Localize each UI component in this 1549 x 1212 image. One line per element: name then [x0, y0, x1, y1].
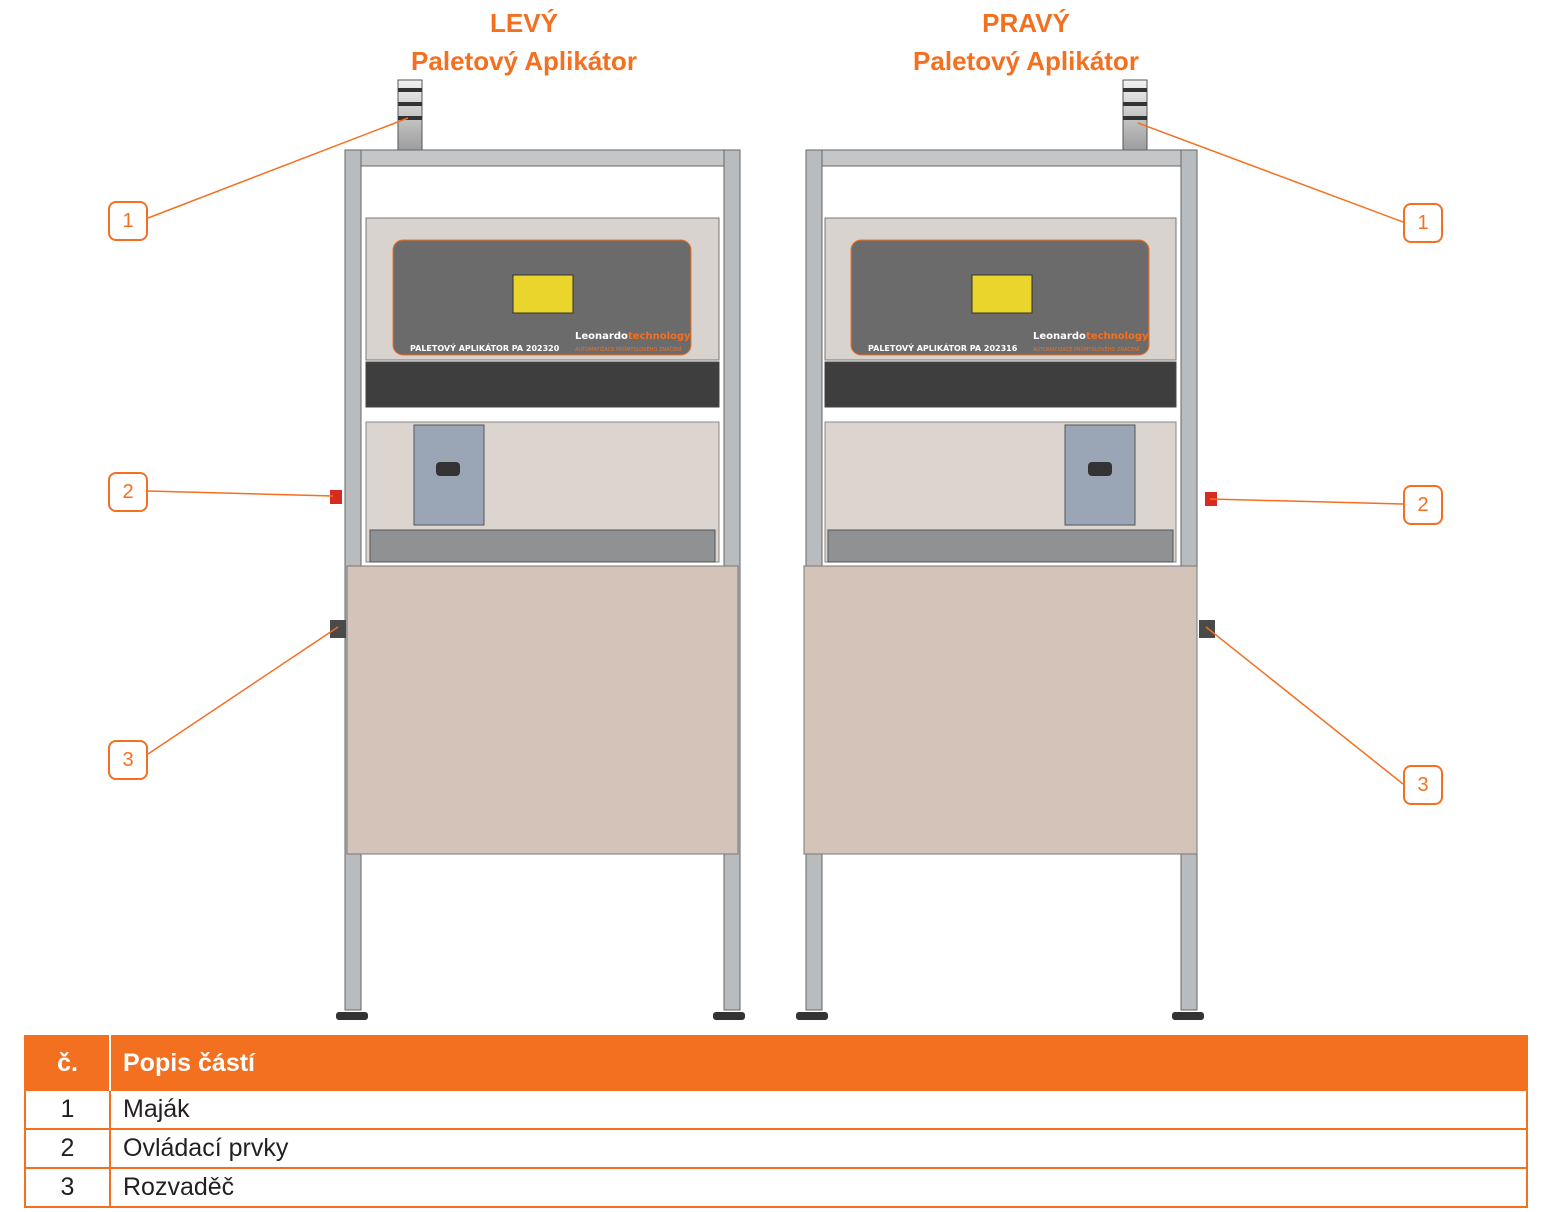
- parts-table-header: č. Popis částí: [25, 1036, 1527, 1090]
- leader-line-left-2: [147, 490, 334, 497]
- leader-line-right-1: [1137, 122, 1404, 223]
- row-number: 3: [25, 1167, 111, 1207]
- callout-left-3: 3: [108, 740, 148, 780]
- right-plate-label: PALETOVÝ APLIKÁTOR PA 202316: [868, 342, 1018, 353]
- leader-line-left-1: [147, 117, 409, 219]
- left-plate-label: PALETOVÝ APLIKÁTOR PA 202320: [410, 342, 560, 353]
- right-brand-a: Leonardo: [1033, 331, 1086, 342]
- left-title-line1: LEVÝ: [490, 8, 558, 38]
- callout-right-2: 2: [1403, 485, 1443, 525]
- row-description: Ovládací prvky: [110, 1128, 1527, 1168]
- left-title-line2: Paletový Aplikátor: [411, 46, 637, 76]
- left-cabinet-plug: [330, 620, 346, 638]
- table-row: 3 Rozvaděč: [25, 1167, 1527, 1207]
- header-number: č.: [25, 1036, 111, 1090]
- callout-right-1: 1: [1403, 203, 1443, 243]
- row-number: 1: [25, 1089, 111, 1129]
- left-machine: Leonardo technology AUTOMATIZACE PRŮMYSL…: [330, 79, 745, 1020]
- right-beacon: [1122, 79, 1148, 151]
- callout-left-2: 2: [108, 472, 148, 512]
- left-warning-signs: [512, 274, 574, 314]
- left-title: LEVÝ Paletový Aplikátor: [354, 4, 694, 80]
- table-row: 2 Ovládací prvky: [25, 1128, 1527, 1168]
- left-beacon: [397, 79, 423, 151]
- row-number: 2: [25, 1128, 111, 1168]
- left-control-button: [330, 490, 342, 504]
- machine-drawing: Leonardo technology AUTOMATIZACE PRŮMYSL…: [147, 79, 1404, 1020]
- leader-line-right-3: [1205, 626, 1404, 785]
- parts-table: č. Popis částí 1 Maják 2 Ovládací prvky …: [24, 1035, 1528, 1208]
- left-brand-tagline: AUTOMATIZACE PRŮMYSLOVÉHO ZNAČENÍ: [575, 345, 682, 353]
- right-machine: Leonardo technology AUTOMATIZACE PRŮMYSL…: [796, 79, 1217, 1020]
- row-description: Maják: [110, 1089, 1527, 1129]
- right-cabinet-plug: [1199, 620, 1215, 638]
- right-title-line2: Paletový Aplikátor: [913, 46, 1139, 76]
- left-brand-a: Leonardo: [575, 331, 628, 342]
- right-title: PRAVÝ Paletový Aplikátor: [856, 4, 1196, 80]
- callout-left-1: 1: [108, 201, 148, 241]
- row-description: Rozvaděč: [110, 1167, 1527, 1207]
- right-warning-signs: [971, 274, 1033, 314]
- header-description: Popis částí: [110, 1036, 1527, 1090]
- right-cabinet: [803, 565, 1198, 855]
- right-title-line1: PRAVÝ: [982, 8, 1070, 38]
- leader-line-right-2: [1209, 498, 1404, 505]
- left-brand-b: technology: [628, 331, 691, 342]
- right-brand-tagline: AUTOMATIZACE PRŮMYSLOVÉHO ZNAČENÍ: [1033, 345, 1140, 353]
- right-brand-b: technology: [1086, 331, 1149, 342]
- table-row: 1 Maják: [25, 1089, 1527, 1129]
- callout-right-3: 3: [1403, 765, 1443, 805]
- leader-line-left-3: [147, 626, 339, 755]
- left-cabinet: [346, 565, 739, 855]
